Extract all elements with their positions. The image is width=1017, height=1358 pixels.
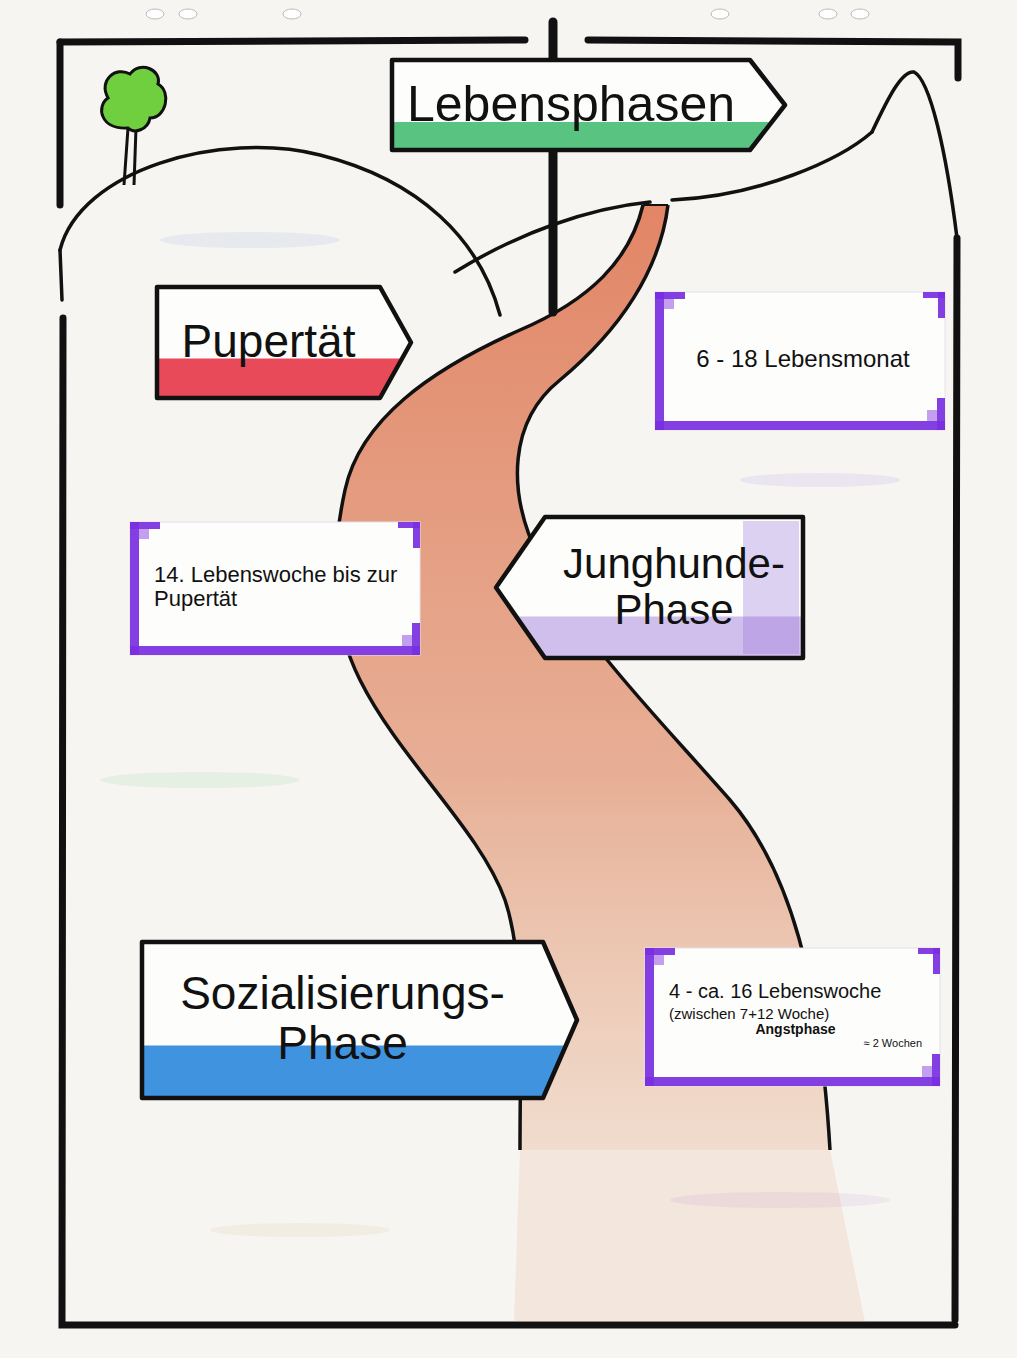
punch-holes: [146, 9, 869, 19]
hills: [60, 72, 957, 315]
title-text: Lebensphasen: [404, 77, 738, 131]
hole: [283, 9, 301, 19]
hole: [711, 9, 729, 19]
card-border: [655, 421, 945, 430]
phase-name: Pupertät: [169, 317, 368, 367]
card-border: [938, 292, 945, 318]
card-border: [130, 522, 160, 529]
sign-fill: [392, 60, 785, 150]
smudge: [160, 232, 340, 248]
text-stack: Lebensphasen: [404, 66, 738, 142]
smudge: [740, 473, 900, 487]
phase-sign: Pupertät: [155, 285, 412, 400]
sign-fill: [496, 517, 803, 658]
tree-crown: [102, 67, 166, 130]
hole: [851, 9, 869, 19]
card-border: [655, 292, 685, 299]
frame-line: [955, 238, 957, 1320]
age-range: ≈ 2 Wochen: [669, 1038, 922, 1050]
card-fill: [655, 292, 945, 430]
tree-trunk: [124, 128, 136, 185]
text-stack: Pupertät: [169, 293, 368, 390]
card-border: [664, 299, 674, 309]
text-stack: Junghunde- Phase: [557, 523, 791, 650]
road-fade: [514, 1150, 865, 1322]
card-border: [645, 948, 654, 1086]
card-border: [654, 955, 664, 965]
sign-fill: [142, 942, 577, 1098]
frame-line: [60, 40, 525, 42]
card-fill: [130, 522, 420, 655]
road-edge: [643, 204, 668, 206]
age-card: 6 - 18 Lebensmonat: [655, 292, 945, 430]
phase-sign: Sozialisierungs- Phase: [140, 940, 578, 1100]
hole: [179, 9, 197, 19]
age-card: 4 - ca. 16 Lebenswoche (zwischen 7+12 Woc…: [645, 948, 940, 1086]
card-border: [932, 1054, 940, 1086]
text-stack: Sozialisierungs- Phase: [154, 948, 531, 1090]
age-range: 14. Lebenswoche bis zur Pupertät: [154, 563, 402, 611]
card-border: [937, 398, 945, 430]
card-border: [655, 292, 664, 430]
sign-outline: [496, 517, 803, 658]
mountain-outline: [872, 72, 957, 238]
text-stack: 4 - ca. 16 Lebenswoche (zwischen 7+12 Woc…: [669, 960, 922, 1070]
text-stack: 6 - 18 Lebensmonat: [679, 304, 927, 414]
card-border: [645, 948, 675, 955]
age-range: 4 - ca. 16 Lebenswoche: [669, 981, 922, 1003]
card-border: [413, 522, 420, 548]
hill-outline: [60, 250, 62, 300]
card-border: [402, 635, 412, 646]
sign-outline: [157, 287, 411, 398]
tree: [102, 67, 166, 185]
age-range: 6 - 18 Lebensmonat: [679, 346, 927, 372]
phase-name: Junghunde- Phase: [557, 541, 791, 632]
phase-name: Sozialisierungs- Phase: [154, 969, 531, 1068]
card-border: [922, 1066, 932, 1077]
card-border: [139, 529, 149, 539]
age-range: (zwischen 7+12 Woche): [669, 1006, 922, 1022]
text-stack: 14. Lebenswoche bis zur Pupertät: [154, 534, 402, 639]
sign-outline: [392, 60, 785, 150]
smudge: [210, 1223, 390, 1237]
sign-outline: [142, 942, 577, 1098]
title-sign: Lebensphasen: [390, 58, 786, 152]
card-border: [927, 410, 937, 421]
hole: [146, 9, 164, 19]
card-border: [130, 522, 139, 655]
sign-fill: [157, 287, 411, 398]
phase-sign: Junghunde- Phase: [495, 515, 805, 660]
age-range: Angstphase: [669, 1022, 922, 1037]
smudge: [100, 772, 300, 788]
card-fill: [645, 948, 940, 1086]
card-border: [130, 646, 420, 655]
hole: [819, 9, 837, 19]
frame-line: [57, 42, 64, 205]
age-card: 14. Lebenswoche bis zur Pupertät: [130, 522, 420, 655]
card-border: [412, 623, 420, 655]
card-border: [645, 1077, 940, 1086]
card-border: [933, 948, 940, 974]
frame: [60, 40, 958, 1325]
